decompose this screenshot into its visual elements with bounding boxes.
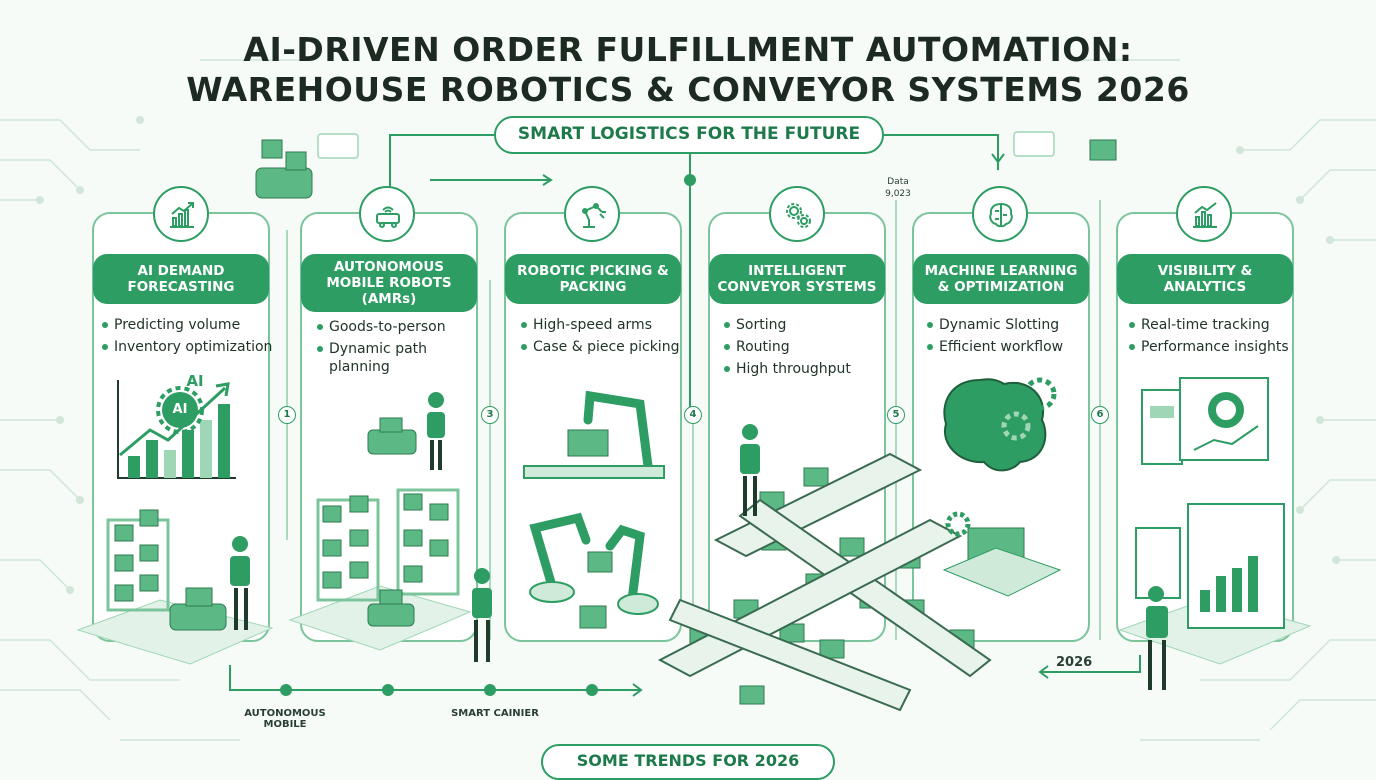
page-title-line-2: WAREHOUSE ROBOTICS & CONVEYOR SYSTEMS 20… <box>186 70 1190 109</box>
robot-vehicle-icon <box>359 186 415 242</box>
ai-chart-label: AI <box>186 372 204 390</box>
bullet-item: High throughput <box>724 361 851 377</box>
step-number: 5 <box>887 406 905 424</box>
step-number: 3 <box>481 406 499 424</box>
bullet-item: High-speed arms <box>521 317 652 333</box>
bullet-item: Dynamic Slotting <box>926 317 1060 333</box>
bullet-item: Case & piece picking <box>520 339 680 355</box>
card-title: AUTONOMOUS MOBILE ROBOTS (AMRs) <box>301 254 477 312</box>
robotic-arm-icon <box>564 186 620 242</box>
bullet-item: Sorting <box>723 317 787 333</box>
card-title: AI DEMAND FORECASTING <box>93 254 269 304</box>
bullet-item: Routing <box>724 339 790 355</box>
bullet-item: Predicting volume <box>101 317 241 333</box>
card-title: MACHINE LEARNING & OPTIMIZATION <box>913 254 1089 304</box>
bullet-item: Real-time tracking <box>1129 317 1270 333</box>
step-number: 6 <box>1091 406 1109 424</box>
bullet-item: Dynamic path planning <box>317 340 449 376</box>
data-label: Data <box>887 177 909 187</box>
card-title: ROBOTIC PICKING & PACKING <box>505 254 681 304</box>
smart-carrier-label: SMART CAINIER <box>451 708 539 719</box>
step-number: 4 <box>684 406 702 424</box>
bullet-item: Inventory optimization <box>101 339 273 355</box>
page-title-line-1: AI-DRIVEN ORDER FULFILLMENT AUTOMATION: <box>243 30 1133 69</box>
forecast-chart-illustration <box>117 380 236 479</box>
analytics-chart-icon <box>1176 186 1232 242</box>
autonomous-mobile-label: AUTONOMOUS MOBILE <box>240 708 330 730</box>
data-value: 9,023 <box>885 189 911 199</box>
data-readout: Data 9,023 <box>872 176 924 200</box>
year-label: 2026 <box>1056 655 1093 670</box>
card-title: VISIBILITY & ANALYTICS <box>1117 254 1293 304</box>
card-title: INTELLIGENT CONVEYOR SYSTEMS <box>709 254 885 304</box>
bullet-item: Performance insights <box>1129 339 1289 355</box>
label-line: MOBILE <box>263 719 307 730</box>
gears-icon <box>769 186 825 242</box>
step-number: 1 <box>278 406 296 424</box>
label-line: AUTONOMOUS <box>244 708 326 719</box>
footer-banner: SOME TRENDS FOR 2026 <box>541 744 835 780</box>
subtitle-banner: SMART LOGISTICS FOR THE FUTURE <box>494 116 884 154</box>
bullet-item: Efficient workflow <box>926 339 1064 355</box>
growth-chart-icon <box>153 186 209 242</box>
ai-gear-label: AI <box>172 402 188 417</box>
bullet-item: Goods-to-person <box>317 319 446 335</box>
brain-icon <box>972 186 1028 242</box>
